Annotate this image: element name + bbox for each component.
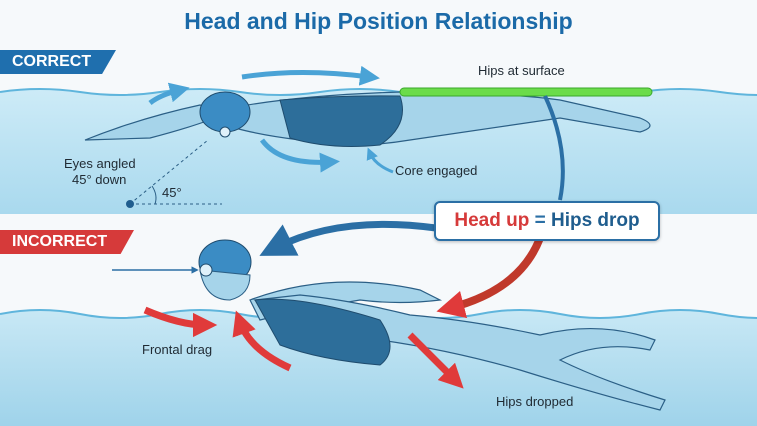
head-up-hips-drop-callout: Head up = Hips drop bbox=[434, 201, 660, 241]
swimmer-incorrect bbox=[198, 239, 666, 411]
hips-dropped-label: Hips dropped bbox=[496, 394, 574, 409]
swimmer-correct bbox=[84, 87, 653, 147]
correct-banner: CORRECT bbox=[0, 50, 116, 74]
angle-label: 45° bbox=[162, 185, 182, 200]
incorrect-banner: INCORRECT bbox=[0, 230, 134, 254]
frontal-drag-label: Frontal drag bbox=[142, 342, 213, 357]
page-title: Head and Hip Position Relationship bbox=[184, 8, 573, 34]
eyes-angled-line1: Eyes angled bbox=[64, 156, 136, 171]
callout-hips-drop: Hips drop bbox=[550, 210, 640, 231]
hips-at-surface-label: Hips at surface bbox=[478, 63, 565, 78]
core-engaged-label: Core engaged bbox=[395, 163, 478, 178]
callout-equals: = bbox=[534, 210, 546, 231]
eyes-angled-line2: 45° down bbox=[72, 172, 127, 187]
eyes-angled-label: Eyes angled 45° down bbox=[64, 156, 136, 188]
hip-line bbox=[399, 87, 653, 97]
callout-head-up: Head up bbox=[454, 210, 530, 231]
